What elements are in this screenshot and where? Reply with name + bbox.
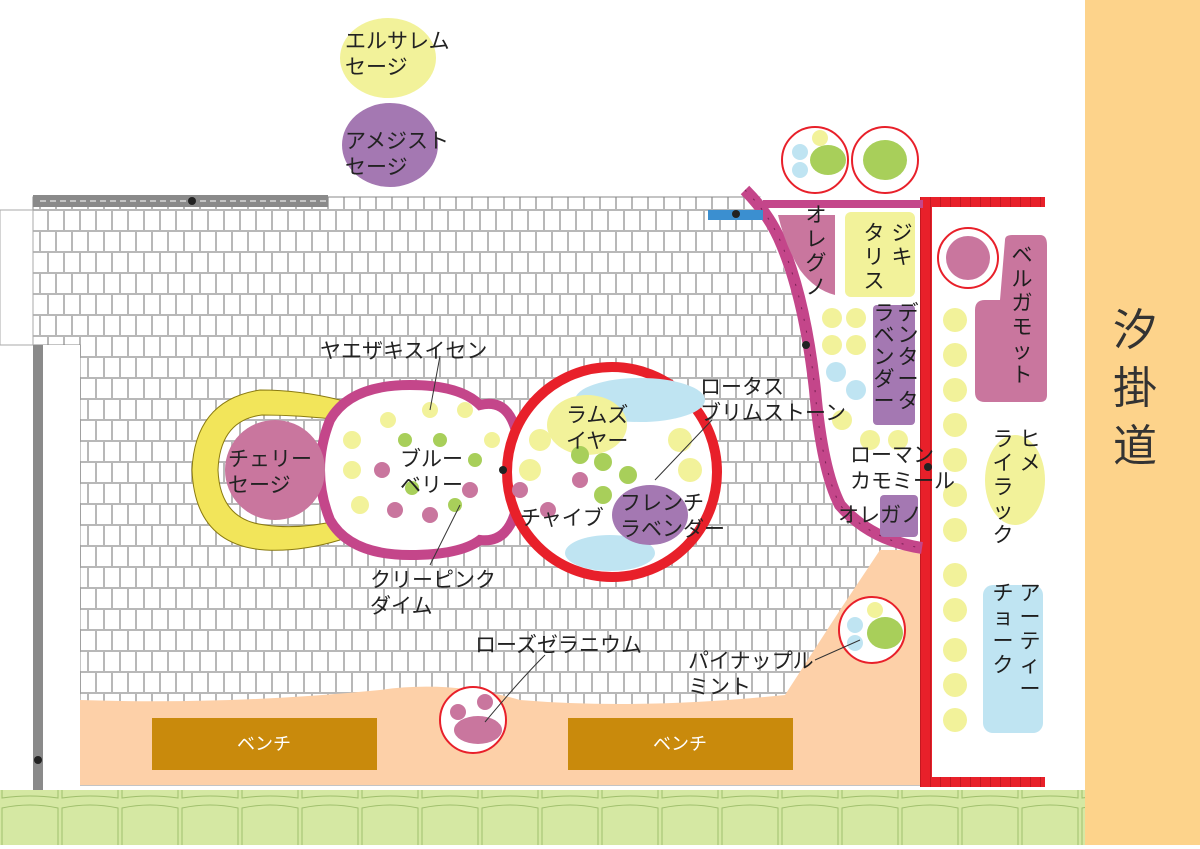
lotus-brimstone-label: ロータス xyxy=(700,375,784,399)
lambs-ear-label: ラムズ xyxy=(566,403,628,427)
cherry-sage-label: チェリー xyxy=(228,447,312,471)
fence-post xyxy=(34,756,42,764)
amethyst-sage-label: アメジスト xyxy=(345,129,449,153)
right-bed-border xyxy=(920,197,932,787)
blueberry-label: ベリー xyxy=(400,473,463,497)
oregano-bottom-label: オレガノ xyxy=(838,503,922,527)
yaezaki-suisen-label: ヤエザキスイセン xyxy=(320,339,487,363)
rose-geranium-plant xyxy=(454,716,502,744)
road-label: 汐掛道 xyxy=(1113,305,1157,472)
jerusalem-sage-plant xyxy=(340,18,436,98)
bergamot-label: ベルガモット xyxy=(1012,243,1033,387)
himalayan-lilac-label: ライラック xyxy=(993,427,1014,547)
left-wall xyxy=(33,345,43,790)
lambs-ear-bottom xyxy=(565,535,655,571)
roman-chamomile-label: ローマン xyxy=(850,443,934,467)
chive-label: チャイブ xyxy=(520,506,604,530)
left-bed xyxy=(315,379,526,561)
french-lavender-label: フレンチ xyxy=(620,491,704,515)
top-edge xyxy=(763,200,923,208)
creeping-thyme-label: ダイム xyxy=(370,594,433,618)
oregano-plant xyxy=(778,215,835,295)
amethyst-sage-plant xyxy=(342,103,438,187)
fence-post xyxy=(188,197,196,205)
lotus-brimstone-label: ブリムストーン xyxy=(700,401,846,425)
right-bed-border-bottom xyxy=(920,777,1045,787)
french-lavender-label: ラベンダー xyxy=(620,517,725,541)
dentata-lavender-label: ラベンダー xyxy=(874,301,895,413)
digitalis-label: ジキ xyxy=(892,221,913,269)
rose-geranium-label: ローズゼラニウム xyxy=(475,633,642,657)
yellow-brick-edge xyxy=(191,389,341,551)
bench-label: ベンチ xyxy=(237,734,291,755)
artichoke-plant xyxy=(983,585,1043,733)
bench xyxy=(152,718,377,770)
himalayan-lilac-plant xyxy=(985,435,1045,525)
french-lavender-plant xyxy=(612,485,688,545)
amethyst-sage-label: セージ xyxy=(345,155,408,179)
road-label-char: 道 xyxy=(1113,421,1157,472)
bergamot-plant xyxy=(975,235,1047,402)
artichoke-label: アーティー xyxy=(1020,581,1041,701)
digitalis-plant xyxy=(845,212,915,297)
roman-chamomile-label: カモミール xyxy=(850,469,955,493)
curved-bed-edge xyxy=(740,185,923,554)
bench xyxy=(568,718,793,770)
right-bed-border-top xyxy=(920,197,1045,207)
dentata-lavender-plant xyxy=(873,305,915,425)
lawn xyxy=(0,790,1085,845)
oregano-lower-plant xyxy=(880,495,918,537)
pineapple-mint-label: パイナップル xyxy=(688,649,814,673)
jerusalem-sage-label: セージ xyxy=(345,55,408,79)
dentata-lavender-label: デンタータ xyxy=(898,301,919,413)
road-label-char: 汐 xyxy=(1113,305,1157,356)
blueberry-label: ブルー xyxy=(400,447,463,471)
pineapple-mint-label: ミント xyxy=(688,675,751,699)
gate-structure xyxy=(0,209,34,346)
oregano-top-label: オレグノ xyxy=(806,203,827,299)
pineapple-mint-plant xyxy=(867,617,903,649)
bench-label: ベンチ xyxy=(653,734,707,755)
cherry-sage-plant xyxy=(225,420,325,520)
road-label-char: 掛 xyxy=(1113,363,1157,414)
lambs-ear-label: イヤー xyxy=(566,429,628,453)
jerusalem-sage-label: エルサレム xyxy=(345,29,450,53)
creeping-thyme-label: クリーピンク xyxy=(370,568,496,592)
pink-round-plant xyxy=(946,236,990,280)
road xyxy=(1085,0,1200,845)
artichoke-label: チョーク xyxy=(993,581,1014,677)
digitalis-label: タリス xyxy=(864,221,885,293)
himalayan-lilac-label: ヒメ xyxy=(1020,427,1041,475)
cherry-sage-label: セージ xyxy=(228,473,291,497)
lambs-ear-label-plant xyxy=(547,395,627,455)
